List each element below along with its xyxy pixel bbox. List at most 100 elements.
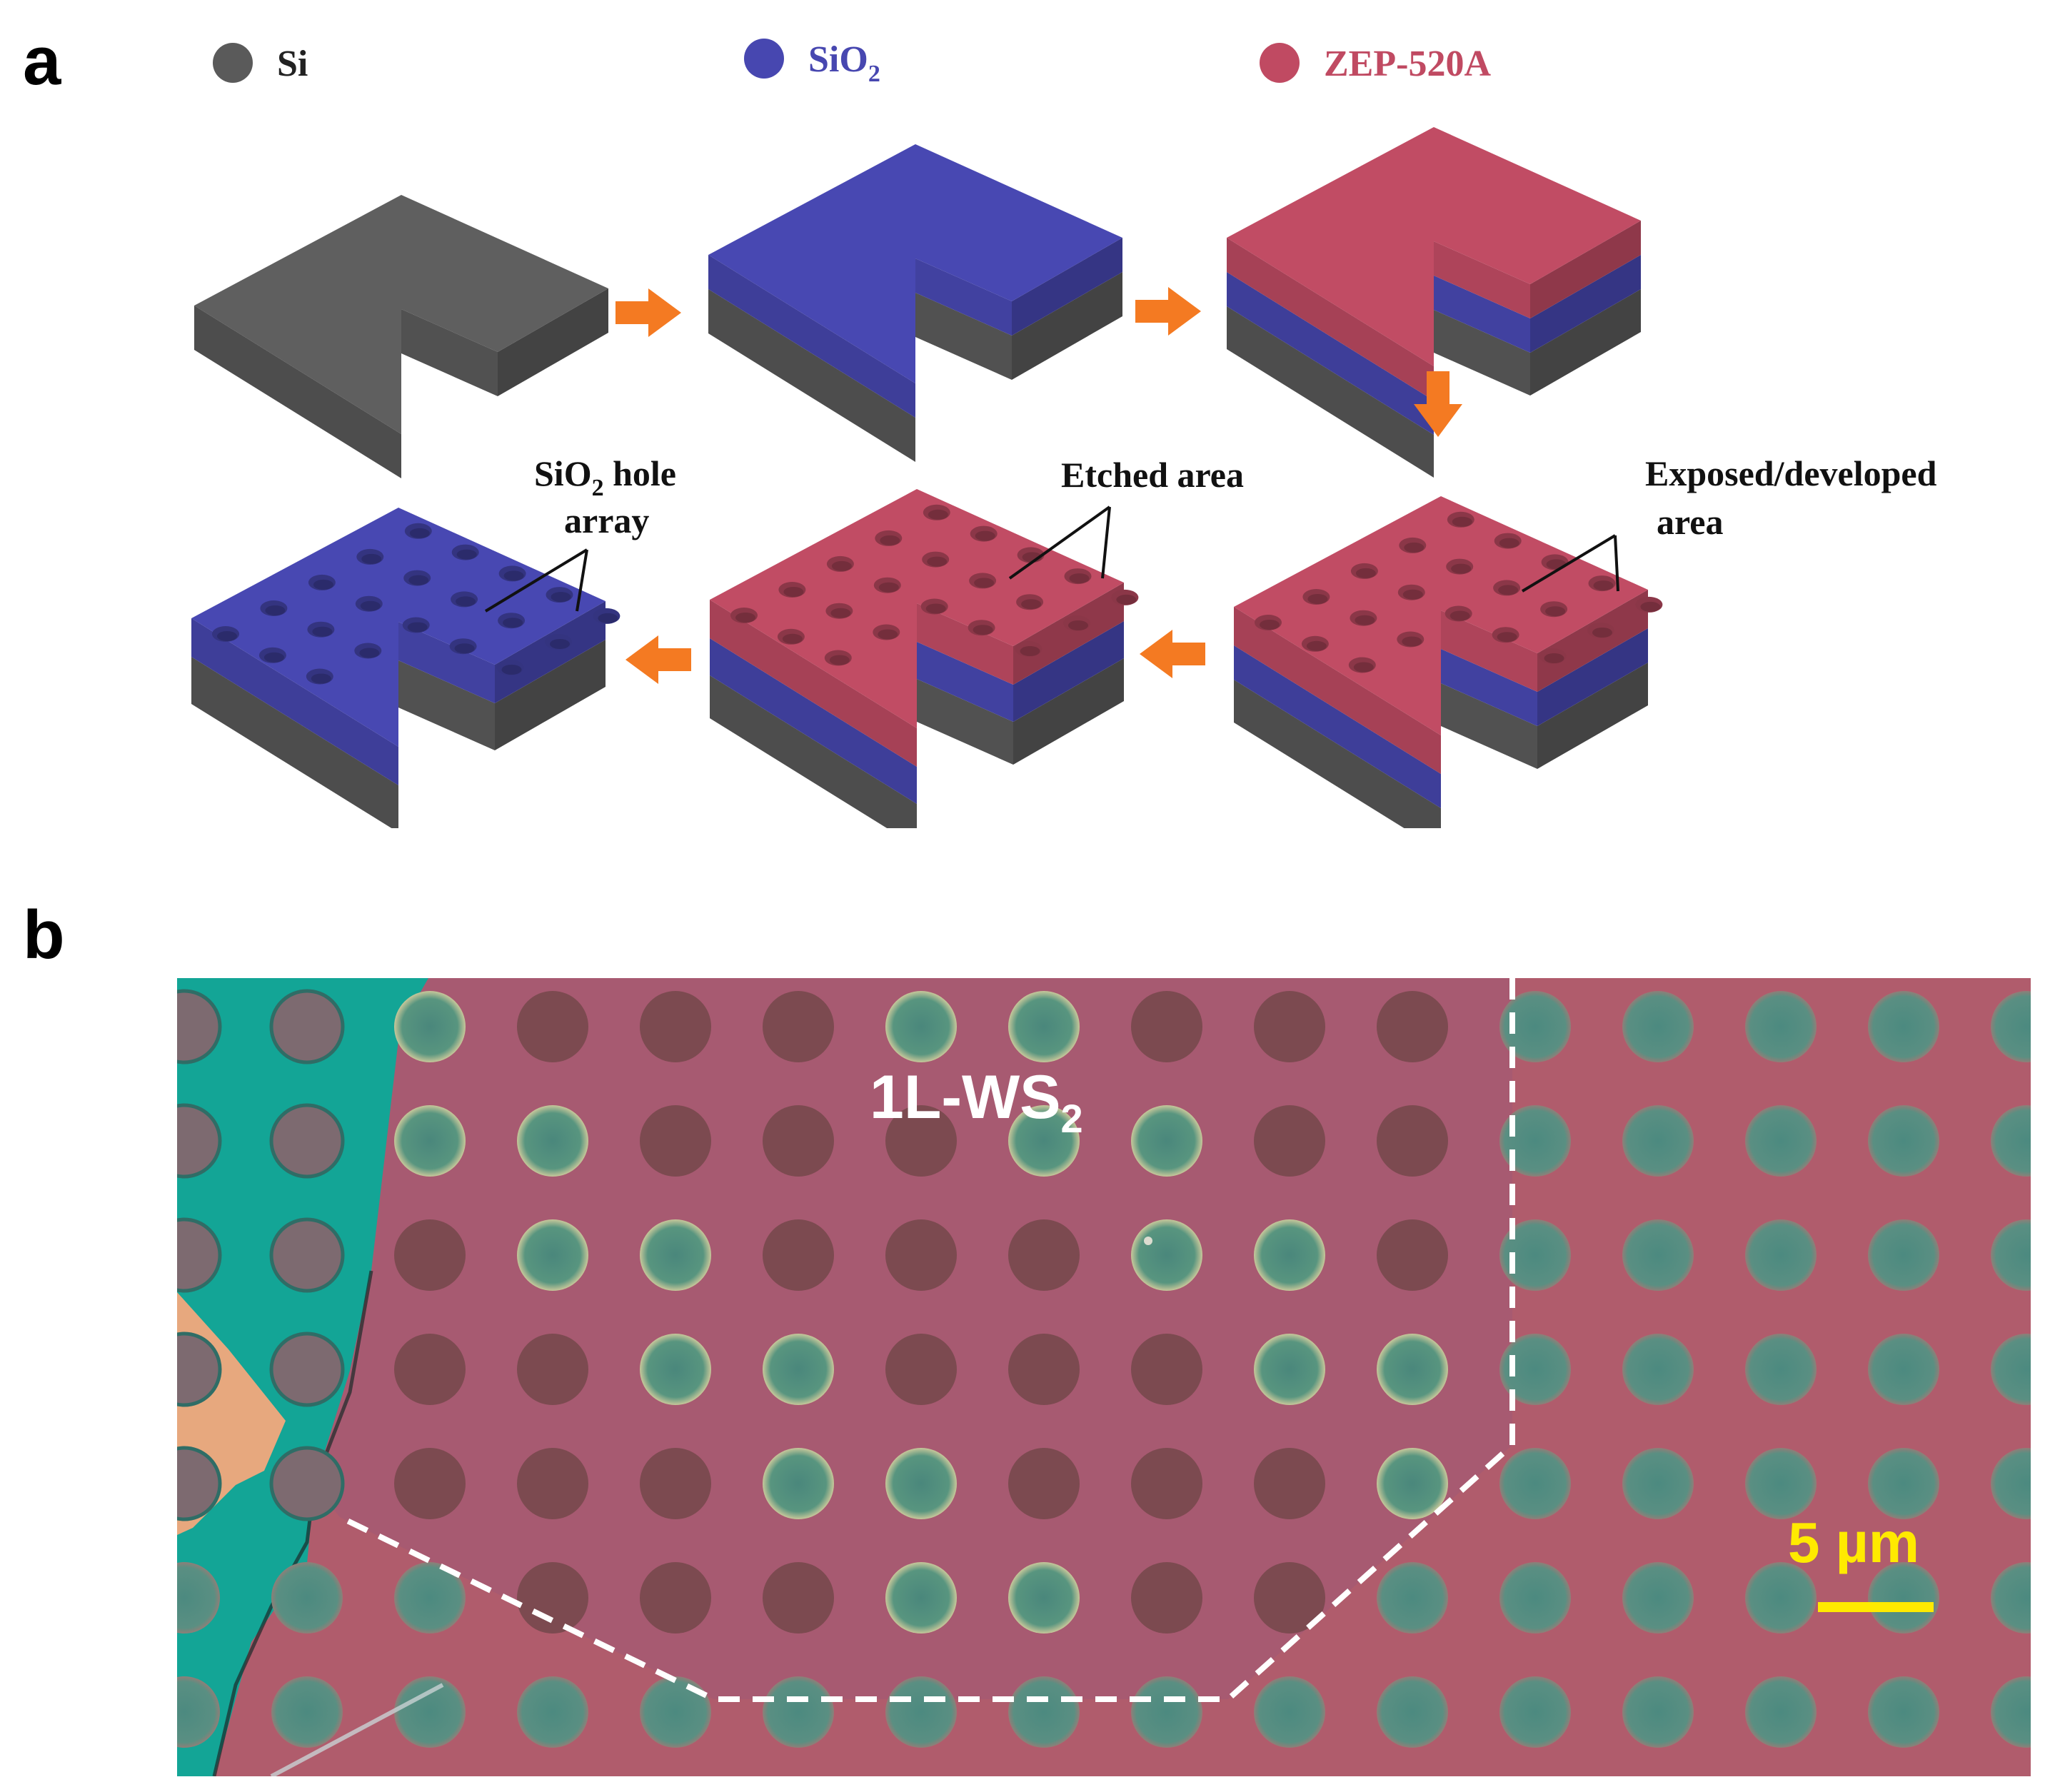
hole-pattern xyxy=(212,523,620,685)
hole-under-ws2 xyxy=(1131,1219,1202,1291)
hole-under-ws2 xyxy=(1377,1334,1448,1405)
hole-under-ws2 xyxy=(1008,1334,1080,1405)
arrow-step-1-shape xyxy=(615,288,681,337)
block-layer-right-face xyxy=(1537,590,1648,692)
hole xyxy=(1499,1562,1571,1634)
hole-under-ws2 xyxy=(1008,991,1080,1062)
hole-under-ws2 xyxy=(763,1105,834,1177)
hole-bottom xyxy=(925,603,946,614)
hole xyxy=(1622,1448,1694,1519)
arrow-step-3-shape xyxy=(1414,371,1462,437)
hole-under-edge xyxy=(177,989,222,1064)
hole xyxy=(1254,1676,1325,1748)
flake-features xyxy=(270,1237,1152,1776)
hole-bottom xyxy=(1068,620,1088,630)
hole-bottom xyxy=(217,631,237,641)
hole-under-edge xyxy=(177,1217,222,1293)
hole-bottom xyxy=(598,613,618,623)
legend-item-zep: ZEP-520A xyxy=(1260,43,1491,84)
hole xyxy=(517,1676,588,1748)
hole-under-ws2 xyxy=(394,1334,466,1405)
hole-under-ws2 xyxy=(640,991,711,1062)
block-layer xyxy=(710,621,1124,804)
legend-item-sio2: SiO2 xyxy=(744,39,880,87)
hole-bottom xyxy=(313,579,333,590)
hole-under-ws2 xyxy=(1131,991,1202,1062)
hole-under-ws2 xyxy=(1377,1448,1448,1519)
hole-bottom xyxy=(1402,636,1422,647)
legend-label-zep: ZEP-520A xyxy=(1324,44,1491,84)
hole-bottom xyxy=(312,626,333,637)
block-top-face xyxy=(708,144,1122,383)
block-layer xyxy=(1234,628,1648,808)
hole xyxy=(1622,1219,1694,1291)
hole-bottom xyxy=(1355,568,1376,578)
arrow-step-1 xyxy=(615,288,681,337)
label-hole-array: SiO2 hole xyxy=(534,453,676,501)
block-layer-right-face xyxy=(1537,628,1648,726)
hole-under-edge xyxy=(177,1446,222,1521)
hole-under-ws2 xyxy=(517,1562,588,1634)
block-top-face xyxy=(194,195,608,434)
teal-edge xyxy=(177,978,428,1776)
hole-under-ws2 xyxy=(394,991,466,1062)
hole-bottom xyxy=(1069,573,1090,584)
hole-bottom xyxy=(1451,563,1472,574)
hole-under-ws2 xyxy=(885,1105,957,1177)
pointer-hole-1 xyxy=(484,548,588,613)
block-layer xyxy=(710,583,1124,767)
hole-under-ws2 xyxy=(1131,1562,1202,1634)
block-layer-mid-face xyxy=(917,642,1013,722)
hole-under-ws2 xyxy=(763,991,834,1062)
block-top-face xyxy=(1227,127,1641,366)
label-etched-area: Etched area xyxy=(1061,455,1244,495)
hole-under-ws2 xyxy=(517,991,588,1062)
hole-under-ws2 xyxy=(517,1448,588,1519)
hole-bottom xyxy=(1353,662,1374,673)
hole-under-ws2 xyxy=(885,1448,957,1519)
block-layer xyxy=(1234,590,1648,774)
hole xyxy=(1008,1676,1080,1748)
hole-under-edge xyxy=(269,1103,345,1179)
block-layer-left-face xyxy=(1227,272,1434,435)
block-layer-mid-face xyxy=(1441,610,1537,692)
arrow-step-4-shape xyxy=(1140,630,1205,678)
hole xyxy=(1991,1676,2031,1748)
block-layer-right-face xyxy=(1530,289,1641,396)
block-layer-left-face xyxy=(1227,306,1434,478)
hole-under-ws2 xyxy=(1254,991,1325,1062)
hole-under-ws2 xyxy=(1254,1562,1325,1634)
block-layer-left-face xyxy=(191,618,398,785)
hole-bottom xyxy=(407,622,428,633)
hole-under-edge xyxy=(269,1332,345,1407)
block-layer xyxy=(708,238,1122,418)
block-top-face xyxy=(1234,496,1648,735)
hole xyxy=(1868,1676,1939,1748)
hole xyxy=(1499,1334,1571,1405)
hole-under-ws2 xyxy=(1377,1219,1448,1291)
hole-under-ws2 xyxy=(763,1219,834,1291)
legend-swatch-sio2 xyxy=(744,39,784,79)
block-layer xyxy=(710,658,1124,828)
hole xyxy=(1377,1676,1448,1748)
hole-bottom xyxy=(974,578,995,588)
block-layer-mid-face xyxy=(915,293,1012,380)
block-layer-left-face xyxy=(710,675,917,828)
block-layer-mid-face xyxy=(398,622,495,703)
hole xyxy=(1868,1105,1939,1177)
hole-bottom xyxy=(1402,589,1423,600)
block-layer-left-face xyxy=(1234,645,1441,808)
hole xyxy=(1868,1562,1939,1634)
hole-bottom xyxy=(456,596,476,607)
hole-bottom xyxy=(550,639,570,649)
hole xyxy=(1499,1219,1571,1291)
block-layer-right-face xyxy=(1013,658,1124,765)
process-blocks xyxy=(191,127,1663,828)
hole-under-ws2 xyxy=(640,1562,711,1634)
panel-b-letter: b xyxy=(23,897,65,973)
metal-pad xyxy=(177,1292,286,1535)
hole-bottom xyxy=(503,570,524,581)
block-layer-mid-face xyxy=(915,258,1012,336)
